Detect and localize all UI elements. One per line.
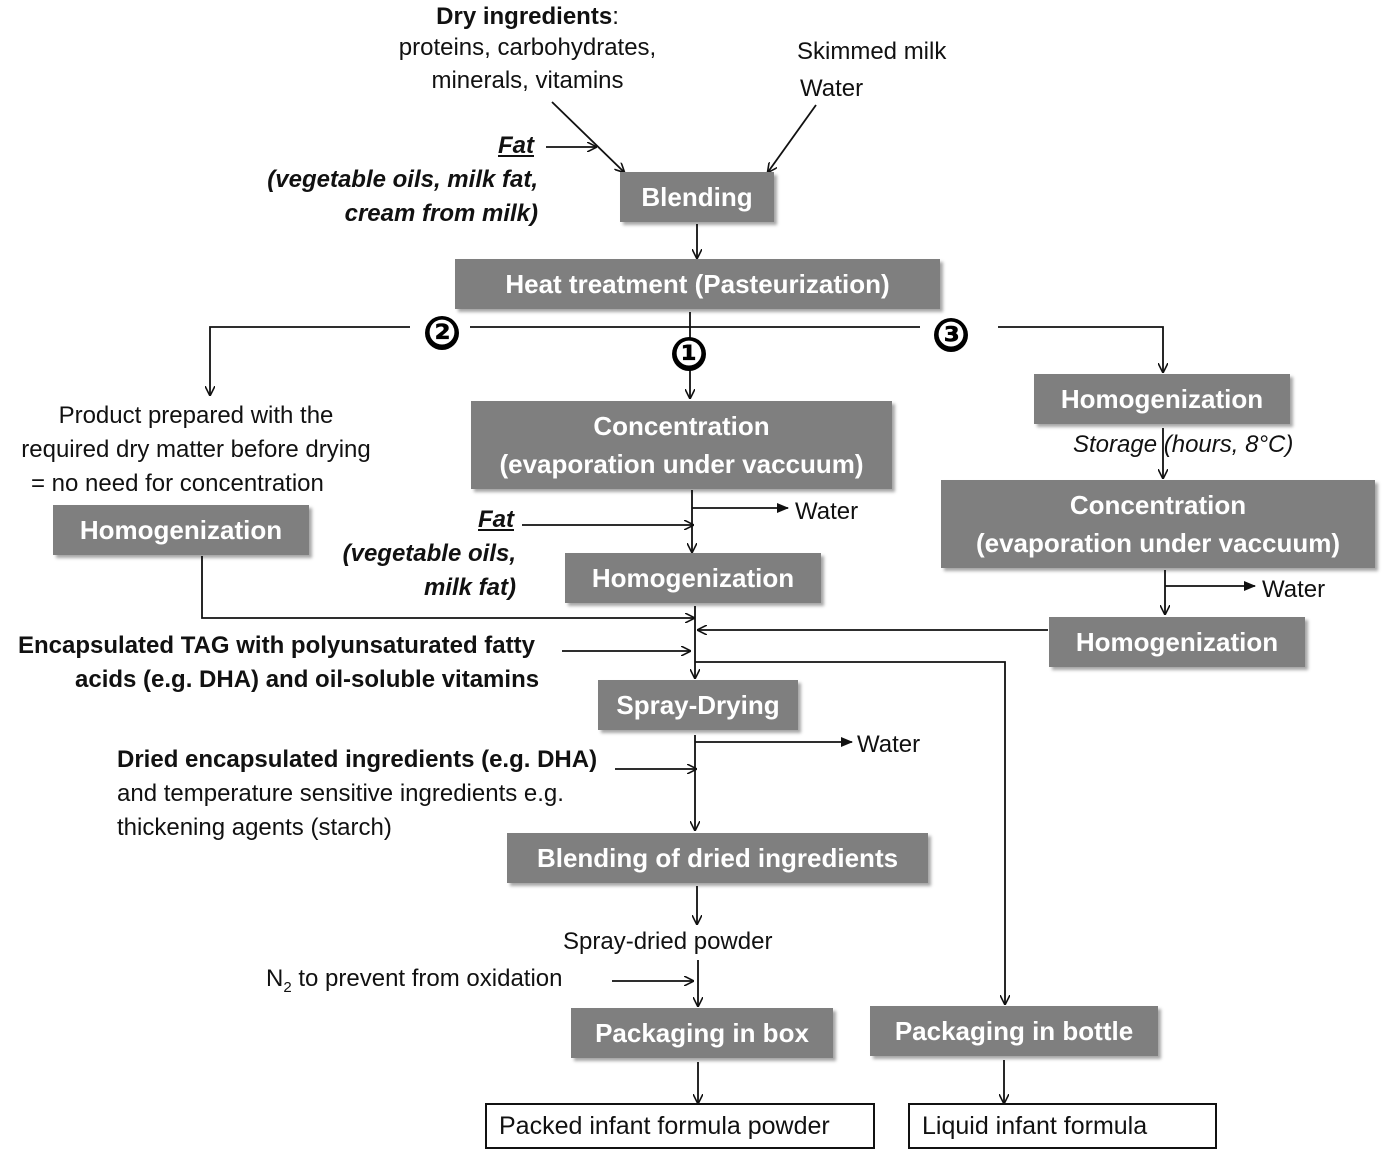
spray-drying-box: Spray-Drying: [598, 680, 798, 730]
concentration-right-line1: Concentration: [1069, 490, 1247, 520]
dry-ingredients-colon: :: [612, 3, 619, 30]
fat-input-title: Fat: [498, 132, 534, 159]
heat-treatment-box: Heat treatment (Pasteurization): [455, 259, 940, 309]
storage-label: Storage (hours, 8°C): [1073, 431, 1294, 458]
water-center-label: Water: [795, 498, 859, 525]
concentration-center-line2: (evaporation under vaccuum): [499, 449, 864, 479]
route-2-number: ❷: [427, 314, 457, 352]
route-1-marker: ❶: [672, 337, 706, 371]
route-1-number: ❶: [674, 335, 704, 373]
water-right-label: Water: [1262, 576, 1326, 603]
encapsulated-line1: Encapsulated TAG with polyunsaturated fa…: [18, 632, 535, 659]
no-concentration-line3: = no need for concentration: [31, 470, 324, 497]
homogenization-left-box: Homogenization: [53, 505, 309, 555]
packaging-bottle-box: Packaging in bottle: [870, 1006, 1158, 1056]
water-input-label: Water: [800, 75, 864, 102]
no-concentration-line1: Product prepared with the: [58, 402, 334, 429]
output-liquid: Liquid infant formula: [908, 1103, 1217, 1149]
dry-ingredients-label: Dry ingredients: [436, 3, 613, 30]
fat-center-line1: (vegetable oils,: [342, 540, 516, 567]
route-3-marker: ❸: [934, 318, 968, 352]
route-2-marker: ❷: [425, 316, 459, 350]
line-route-3: [998, 326, 1163, 372]
encapsulated-line2: acids (e.g. DHA) and oil-soluble vitamin…: [75, 666, 540, 693]
dry-ingredients-line2: minerals, vitamins: [431, 67, 624, 94]
spray-dried-powder-label: Spray-dried powder: [563, 928, 773, 955]
fat-input-line1: (vegetable oils, milk fat,: [267, 166, 538, 193]
homogenization-right-top-box: Homogenization: [1034, 374, 1290, 424]
fat-input-line2: cream from milk): [344, 200, 538, 227]
n2-subscript: 2: [283, 978, 292, 996]
line-to-bottle: [695, 661, 1005, 1004]
homogenization-center-box: Homogenization: [565, 553, 821, 603]
dry-ingredients-title: Dry ingredients:: [380, 0, 675, 34]
blending-box: Blending: [620, 172, 774, 222]
dry-ingredients-line1: proteins, carbohydrates,: [398, 34, 657, 61]
fat-center-line2: milk fat): [423, 574, 516, 601]
concentration-right-line2: (evaporation under vaccuum): [975, 528, 1341, 558]
output-powder: Packed infant formula powder: [485, 1103, 875, 1149]
n2-prefix: N: [266, 965, 284, 992]
packaging-box-box: Packaging in box: [571, 1008, 833, 1058]
arrow-milk-to-blending: [768, 104, 817, 172]
concentration-center-box: Concentration (evaporation under vaccuum…: [471, 401, 892, 489]
dried-ingredients-line1: Dried encapsulated ingredients (e.g. DHA…: [117, 746, 598, 773]
blending-dried-box: Blending of dried ingredients: [507, 833, 928, 883]
dried-ingredients-line3: thickening agents (starch): [117, 814, 392, 841]
fat-center-title: Fat: [478, 506, 514, 533]
line-route-2: [210, 326, 410, 395]
dried-ingredients-line2: and temperature sensitive ingredients e.…: [117, 780, 564, 807]
concentration-center-line1: Concentration: [593, 411, 770, 441]
n2-text: to prevent from oxidation: [291, 965, 563, 992]
concentration-right-box: Concentration (evaporation under vaccuum…: [941, 480, 1375, 568]
route-3-number: ❸: [936, 316, 966, 354]
water-spray-label: Water: [857, 731, 921, 758]
skimmed-milk-label: Skimmed milk: [797, 38, 947, 65]
line-left-homog-join: [201, 556, 694, 618]
no-concentration-line2: required dry matter before drying: [21, 436, 371, 463]
homogenization-right-bottom-box: Homogenization: [1049, 617, 1305, 667]
arrow-dry-to-blending: [551, 101, 624, 172]
n2-label: N2 to prevent from oxidation: [266, 962, 563, 1005]
